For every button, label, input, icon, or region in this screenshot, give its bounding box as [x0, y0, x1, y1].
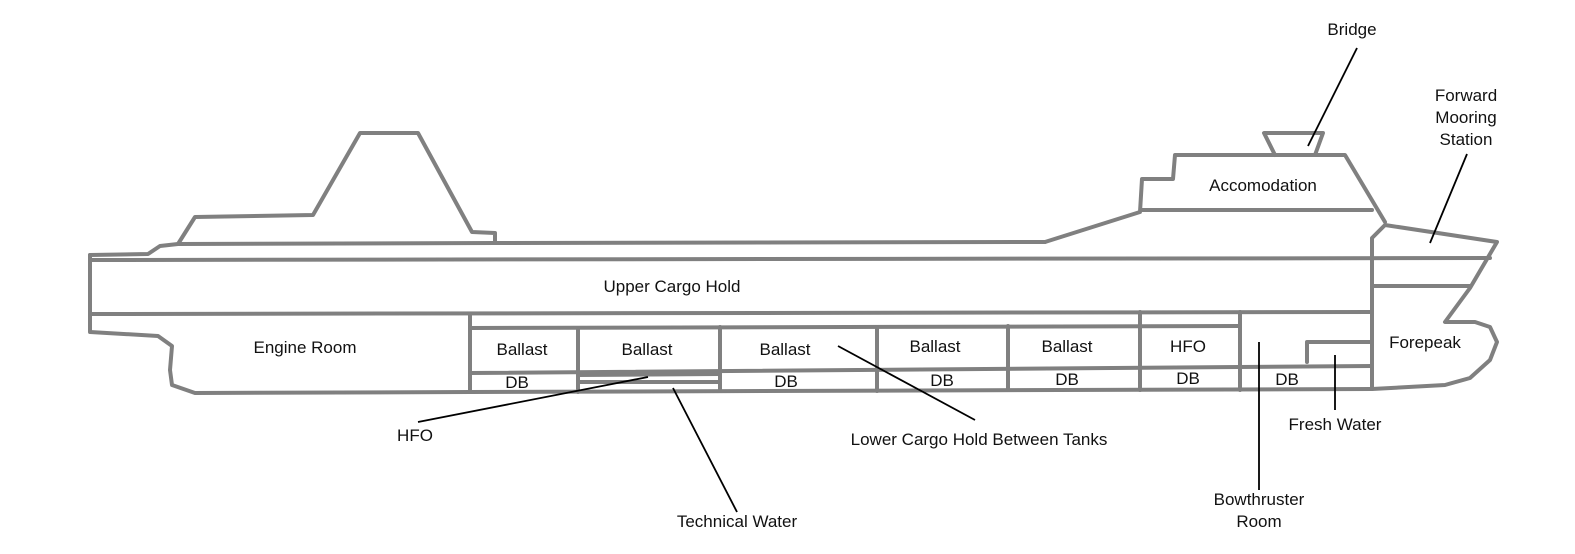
leader-bridge	[1307, 47, 1358, 147]
label-ballast-1: Ballast	[496, 340, 547, 359]
label-forward-mooring-line-3: Station	[1440, 130, 1493, 149]
leader-forward-mooring	[1429, 153, 1468, 244]
bow-structure	[1370, 223, 1499, 391]
label-db-1: DB	[505, 373, 529, 392]
compartment-labels: Bridge Forward Mooring Station Accomodat…	[253, 20, 1497, 531]
bridge-structure	[1262, 131, 1325, 157]
label-engine-room: Engine Room	[253, 338, 356, 357]
label-upper-cargo-hold: Upper Cargo Hold	[603, 277, 740, 296]
label-db-5: DB	[1176, 369, 1200, 388]
leader-lower-cargo-hold	[837, 345, 976, 421]
leader-lines	[417, 47, 1468, 513]
tank-compartments	[468, 310, 1374, 394]
hull-outline	[88, 253, 1492, 395]
label-db-4: DB	[1055, 370, 1079, 389]
label-ballast-4: Ballast	[909, 337, 960, 356]
label-hfo-callout: HFO	[397, 426, 433, 445]
label-db-6: DB	[1275, 370, 1299, 389]
label-hfo-tank: HFO	[1170, 337, 1206, 356]
stern-superstructure	[88, 131, 497, 257]
label-forward-mooring-line-1: Forward	[1435, 86, 1497, 105]
label-ballast-5: Ballast	[1041, 337, 1092, 356]
label-bowthruster-line-2: Room	[1236, 512, 1281, 531]
label-fresh-water: Fresh Water	[1289, 415, 1382, 434]
label-forepeak: Forepeak	[1389, 333, 1461, 352]
label-bridge: Bridge	[1327, 20, 1376, 39]
label-ballast-3: Ballast	[759, 340, 810, 359]
label-technical-water: Technical Water	[677, 512, 798, 531]
main-deck	[493, 153, 1387, 245]
leader-technical-water	[672, 387, 738, 513]
label-accomodation: Accomodation	[1209, 176, 1317, 195]
label-db-2: DB	[774, 372, 798, 391]
label-bowthruster-line-1: Bowthruster	[1214, 490, 1305, 509]
label-forward-mooring-line-2: Mooring	[1435, 108, 1496, 127]
label-ballast-2: Ballast	[621, 340, 672, 359]
label-lower-cargo-hold: Lower Cargo Hold Between Tanks	[851, 430, 1108, 449]
leader-hfo	[417, 376, 649, 423]
label-db-3: DB	[930, 371, 954, 390]
